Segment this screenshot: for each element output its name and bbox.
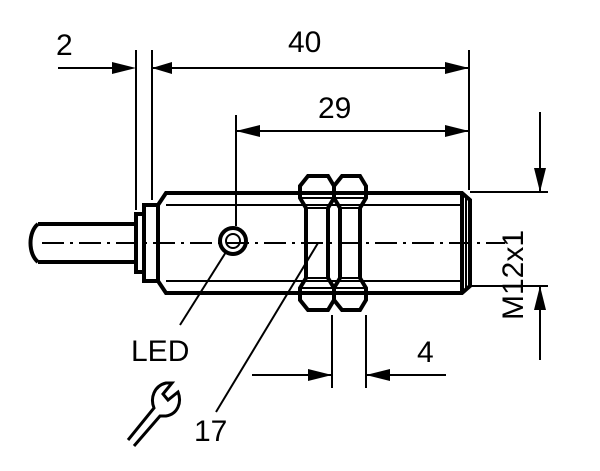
led-indicator: [218, 226, 248, 256]
dimension-label-thread-spec: M12x1: [497, 230, 530, 320]
hex-nut-rear: [332, 174, 368, 312]
leader-wrench-size: 17: [194, 242, 319, 448]
dimension-thread-spec: M12x1: [497, 112, 546, 360]
label-wrench-size: 17: [194, 415, 227, 448]
cable: [28, 222, 136, 264]
dimension-label-nut-width: 4: [417, 336, 434, 369]
wrench-icon: [126, 381, 181, 447]
dimension-label-thread-length: 29: [318, 92, 351, 125]
dimension-nut-width: 4: [252, 336, 446, 381]
dimension-label-cable-offset: 2: [56, 29, 73, 62]
dimension-overall-length: 40: [152, 26, 469, 74]
label-led: LED: [131, 335, 189, 368]
extension-lines: [135, 50, 548, 388]
leader-led: LED: [131, 251, 227, 368]
dimension-label-overall-length: 40: [288, 26, 321, 59]
dimension-thread-length: 29: [236, 92, 469, 137]
